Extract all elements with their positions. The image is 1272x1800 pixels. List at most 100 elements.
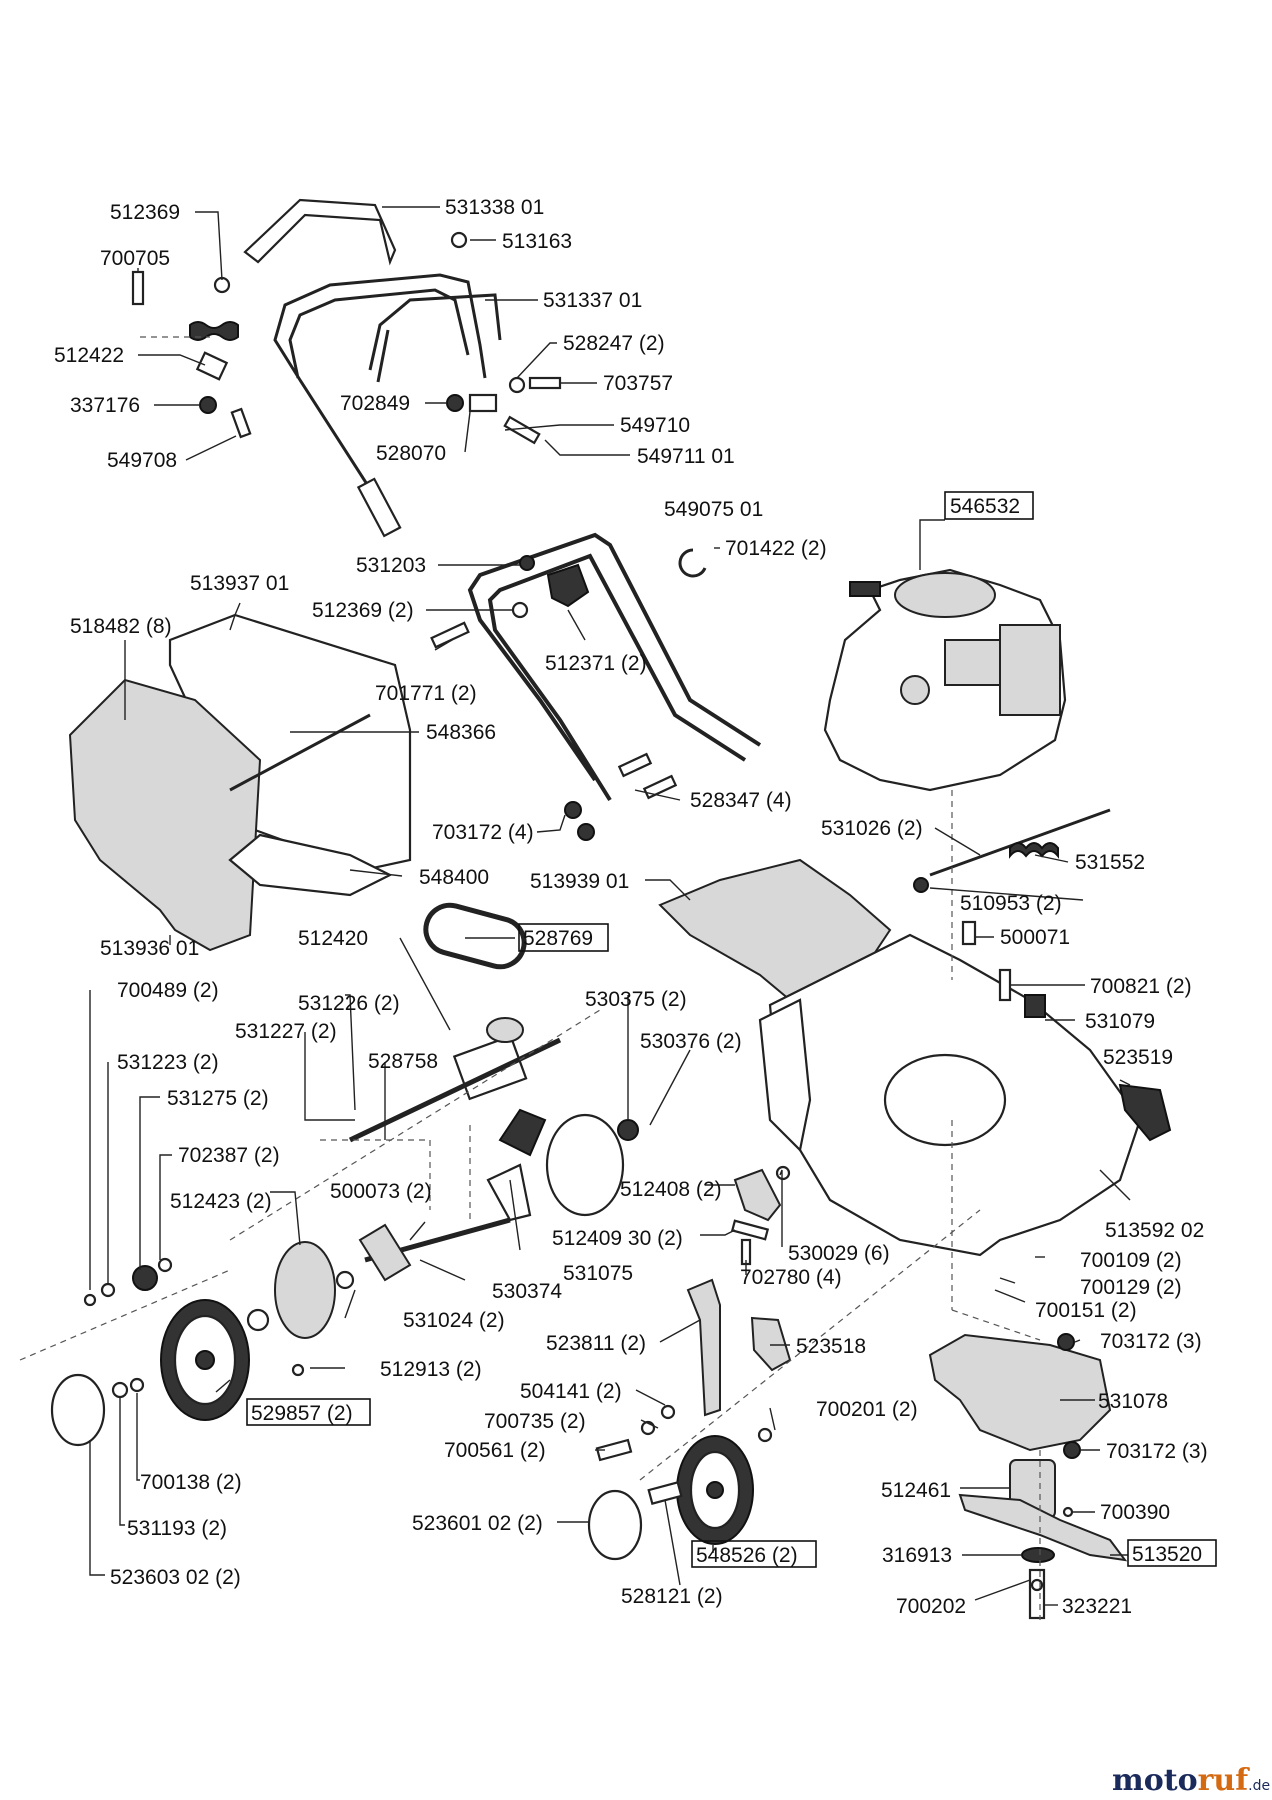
washer-700489 bbox=[83, 1293, 97, 1307]
part-label: 531552 bbox=[1075, 851, 1145, 874]
part-label: 512371 (2) bbox=[545, 652, 647, 675]
part-label: 500071 bbox=[1000, 926, 1070, 949]
part-label: 700201 (2) bbox=[816, 1398, 918, 1421]
washer-700138 bbox=[129, 1377, 145, 1393]
part-label: 531024 (2) bbox=[403, 1309, 505, 1332]
part-label: 531226 (2) bbox=[298, 992, 400, 1015]
assembly-lines bbox=[19, 336, 1041, 1620]
part-label: 528347 (4) bbox=[690, 789, 792, 812]
gearbox-528758 bbox=[452, 1034, 528, 1101]
hub-cap-523603 bbox=[50, 1373, 106, 1447]
bracket-523518 bbox=[750, 1316, 792, 1372]
pulley-512420 bbox=[486, 1017, 524, 1043]
part-label: 512369 (2) bbox=[312, 599, 414, 622]
engine-546532 bbox=[823, 568, 1067, 792]
bolt-700561 bbox=[595, 1438, 633, 1462]
washer-702387 bbox=[157, 1257, 173, 1273]
part-label: 549075 01 bbox=[664, 498, 763, 521]
part-label: 512420 bbox=[298, 927, 368, 950]
part-label: 702780 (4) bbox=[740, 1266, 842, 1289]
lower-handle-549075 bbox=[467, 532, 762, 802]
bracket-528070 bbox=[468, 393, 498, 413]
part-label: 513937 01 bbox=[190, 572, 289, 595]
bolt-700705 bbox=[131, 270, 145, 306]
part-label: 530375 (2) bbox=[585, 988, 687, 1011]
main-handle bbox=[273, 273, 487, 521]
part-label: 528121 (2) bbox=[621, 1585, 723, 1608]
part-label: 531075 bbox=[563, 1262, 633, 1285]
cone-531075 bbox=[498, 1108, 547, 1157]
part-label: 703757 bbox=[603, 372, 673, 395]
part-label: 703172 (4) bbox=[432, 821, 534, 844]
part-label: 337176 bbox=[70, 394, 140, 417]
bolt-500071 bbox=[961, 920, 977, 946]
gear-530375 bbox=[617, 1119, 639, 1141]
part-label: 531227 (2) bbox=[235, 1020, 337, 1043]
hub-531275 bbox=[132, 1265, 158, 1291]
upper-handle-bar bbox=[243, 198, 397, 266]
height-lever-523811 bbox=[686, 1278, 721, 1417]
part-label: 529857 (2) bbox=[251, 1402, 353, 1425]
part-label: 703172 (3) bbox=[1100, 1330, 1202, 1353]
part-label: 323221 bbox=[1062, 1595, 1132, 1618]
part-label: 702849 bbox=[340, 392, 410, 415]
washer-504141 bbox=[660, 1404, 676, 1420]
nut-703172-b2 bbox=[1063, 1441, 1081, 1459]
part-label: 531223 (2) bbox=[117, 1051, 219, 1074]
mulch-insert-531078 bbox=[928, 1333, 1112, 1452]
washer-512913 bbox=[291, 1363, 305, 1377]
part-label: 510953 (2) bbox=[960, 892, 1062, 915]
washer-700201 bbox=[757, 1427, 773, 1443]
pin-700390 bbox=[1062, 1506, 1074, 1518]
part-label: 700202 bbox=[896, 1595, 966, 1618]
cable-549710 bbox=[503, 415, 541, 445]
hub-cap-inner bbox=[246, 1308, 270, 1332]
washer-528247 bbox=[508, 376, 526, 394]
part-label: 700390 bbox=[1100, 1501, 1170, 1524]
mower-deck-513592 bbox=[758, 933, 1142, 1257]
part-label: 523603 02 (2) bbox=[110, 1566, 241, 1589]
watermark-logo: motoruf.de bbox=[1112, 1763, 1270, 1798]
part-label: 523811 (2) bbox=[546, 1332, 646, 1355]
part-label: 531078 bbox=[1098, 1390, 1168, 1413]
nut-703172b bbox=[577, 823, 595, 841]
nut-703172-b1 bbox=[1057, 1333, 1075, 1351]
part-label: 548366 bbox=[426, 721, 496, 744]
clip-530029 bbox=[775, 1165, 791, 1181]
disc-512423 bbox=[274, 1241, 336, 1339]
svg-text:motoruf.de: motoruf.de bbox=[1112, 1763, 1270, 1798]
part-label: 701422 (2) bbox=[725, 537, 827, 560]
part-label: 512423 (2) bbox=[170, 1190, 272, 1213]
part-label: 531193 (2) bbox=[127, 1517, 227, 1540]
handle-brace bbox=[368, 293, 502, 383]
bolt-700821 bbox=[998, 968, 1012, 1002]
ring-701422 bbox=[678, 548, 707, 578]
part-label: 513592 02 bbox=[1105, 1219, 1204, 1242]
part-label: 700489 (2) bbox=[117, 979, 219, 1002]
part-label: 523601 02 (2) bbox=[412, 1512, 543, 1535]
part-label: 703172 (3) bbox=[1106, 1440, 1208, 1463]
nut-703172a bbox=[564, 801, 582, 819]
part-labels: 512369 531338 01 513163 700705 531337 01… bbox=[54, 196, 1208, 1618]
belt-528769 bbox=[423, 902, 527, 970]
label-boxes bbox=[246, 491, 1217, 1568]
bracket-531024 bbox=[358, 1223, 412, 1282]
part-label: 523518 bbox=[796, 1335, 866, 1358]
part-label: 530374 bbox=[492, 1280, 562, 1303]
watermark-part-3: .de bbox=[1248, 1778, 1270, 1794]
clip-512369 bbox=[213, 276, 231, 294]
part-label: 531338 01 bbox=[445, 196, 544, 219]
part-label: 316913 bbox=[882, 1544, 952, 1567]
part-label: 512422 bbox=[54, 344, 124, 367]
part-label: 549711 01 bbox=[637, 445, 735, 468]
part-label: 512913 (2) bbox=[380, 1358, 482, 1381]
washer-510953 bbox=[913, 877, 929, 893]
clip-531203 bbox=[519, 555, 535, 571]
part-label: 530376 (2) bbox=[640, 1030, 742, 1053]
part-label: 530029 (6) bbox=[788, 1242, 890, 1265]
grass-bag-513936 bbox=[68, 678, 262, 952]
spring-531552 bbox=[1009, 842, 1059, 859]
bolt-701771 bbox=[430, 621, 470, 649]
part-label: 512369 bbox=[110, 201, 180, 224]
part-label: 549708 bbox=[107, 449, 177, 472]
